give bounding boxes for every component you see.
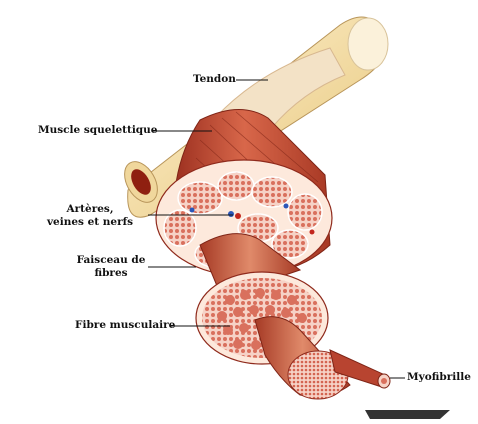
label-vessels-line2: veines et nerfs: [46, 216, 134, 228]
label-fiber-bundle: Faisceau de fibres: [76, 254, 146, 280]
label-muscle-fiber: Fibre musculaire: [75, 319, 176, 331]
label-bundle-line1: Faisceau de: [76, 254, 146, 266]
muscle-cross-section: [155, 159, 333, 277]
label-vessels: Artères, veines et nerfs: [42, 203, 138, 229]
label-myofibril: Myofibrille: [407, 371, 471, 383]
label-tendon: Tendon: [193, 73, 236, 85]
leader-lines: [148, 79, 405, 379]
label-bundle-line2: fibres: [94, 267, 128, 279]
myofibril: [329, 349, 391, 389]
label-skeletal-muscle: Muscle squelettique: [38, 124, 158, 136]
label-vessels-line1: Artères,: [66, 203, 114, 215]
